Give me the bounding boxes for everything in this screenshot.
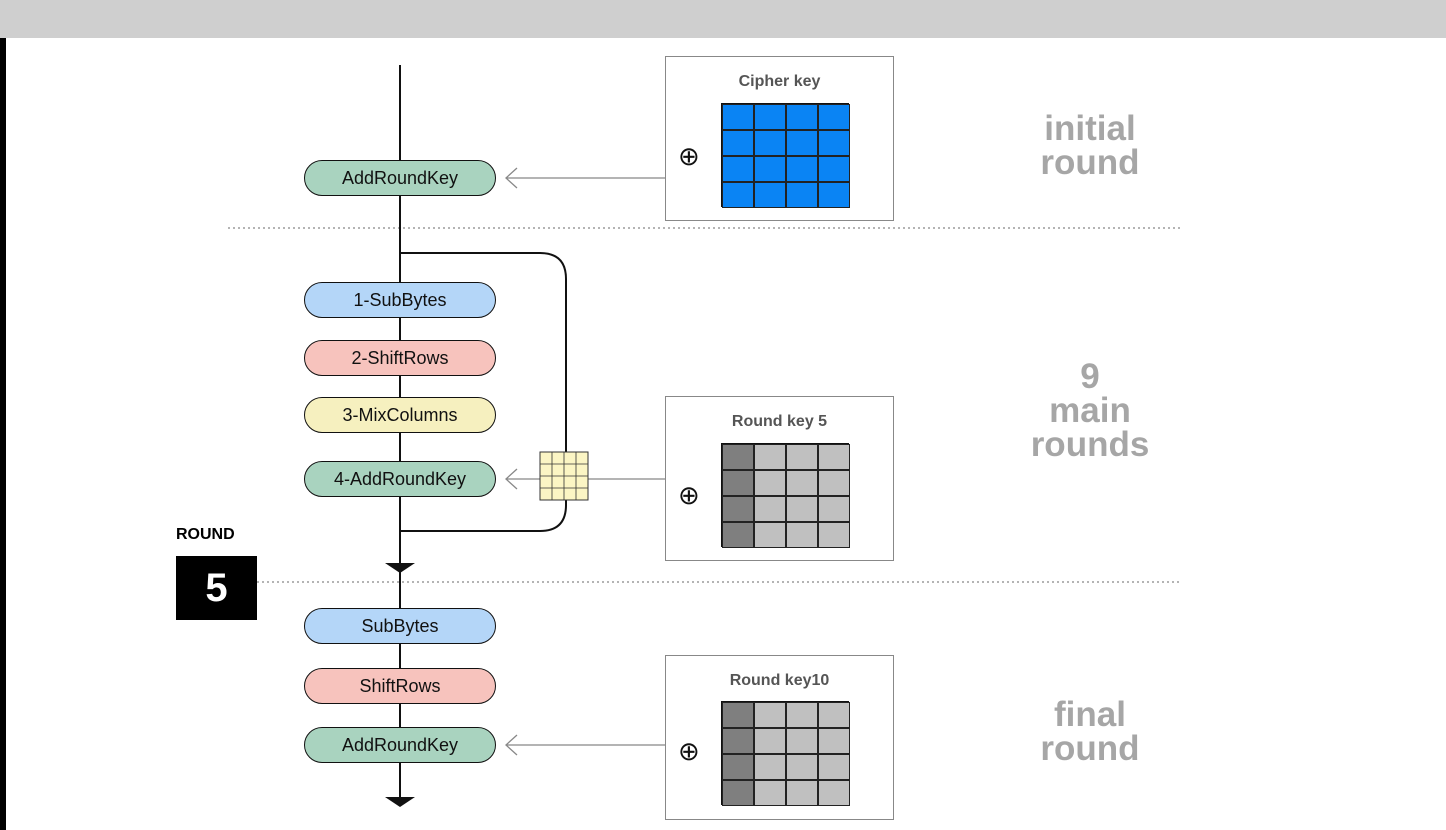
arrowhead-down-mid bbox=[385, 563, 415, 573]
phase-line: 9 bbox=[1080, 357, 1100, 396]
key-cell bbox=[754, 728, 786, 754]
key-cell bbox=[818, 470, 850, 496]
loop-path bbox=[400, 252, 567, 532]
key-cell bbox=[722, 156, 754, 182]
arrow-round-key bbox=[505, 468, 665, 490]
round-key-title: Round key 5 bbox=[666, 413, 893, 431]
phase-label-final: final round bbox=[990, 695, 1190, 768]
key-cell bbox=[786, 130, 818, 156]
key-cell bbox=[722, 702, 754, 728]
key-cell bbox=[722, 754, 754, 780]
key-cell bbox=[722, 470, 754, 496]
key-cell bbox=[754, 496, 786, 522]
key-cell bbox=[754, 130, 786, 156]
key-cell bbox=[786, 444, 818, 470]
round-label: ROUND bbox=[176, 526, 235, 543]
key-cell bbox=[754, 470, 786, 496]
key-cell bbox=[754, 104, 786, 130]
key-cell bbox=[786, 728, 818, 754]
key-cell bbox=[754, 780, 786, 806]
state-matrix-icon bbox=[539, 451, 589, 501]
phase-line: main bbox=[1049, 391, 1131, 430]
phase-line: initial bbox=[1044, 109, 1136, 148]
round-key-number: 5 bbox=[818, 413, 828, 430]
key-cell bbox=[818, 104, 850, 130]
xor-icon: ⊕ bbox=[678, 480, 700, 510]
key-cell bbox=[786, 104, 818, 130]
key-cell bbox=[786, 470, 818, 496]
key-cell bbox=[818, 702, 850, 728]
step-addroundkey-final: AddRoundKey bbox=[304, 727, 496, 763]
key-cell bbox=[818, 156, 850, 182]
key-cell bbox=[818, 182, 850, 208]
key-cell bbox=[722, 522, 754, 548]
xor-icon: ⊕ bbox=[678, 736, 700, 766]
phase-line: final bbox=[1054, 695, 1126, 734]
left-edge bbox=[0, 38, 6, 830]
key-cell bbox=[754, 182, 786, 208]
round-badge: 5 bbox=[176, 556, 257, 620]
cipher-key-box: Cipher key ⊕ bbox=[665, 56, 894, 221]
step-addroundkey: 4-AddRoundKey bbox=[304, 461, 496, 497]
key-cell bbox=[754, 444, 786, 470]
key-cell bbox=[818, 522, 850, 548]
round-key-title-text: Round key bbox=[731, 413, 814, 430]
final-key-grid bbox=[721, 701, 850, 806]
key-cell bbox=[786, 780, 818, 806]
round-key-grid bbox=[721, 443, 850, 548]
key-cell bbox=[818, 728, 850, 754]
step-shiftrows: 2-ShiftRows bbox=[304, 340, 496, 376]
xor-icon: ⊕ bbox=[678, 141, 700, 171]
key-cell bbox=[786, 702, 818, 728]
final-key-box: Round key10 ⊕ bbox=[665, 655, 894, 820]
step-subbytes-final: SubBytes bbox=[304, 608, 496, 644]
key-cell bbox=[818, 496, 850, 522]
key-cell bbox=[786, 754, 818, 780]
step-mixcolumns: 3-MixColumns bbox=[304, 397, 496, 433]
top-bar bbox=[0, 0, 1446, 38]
arrowhead-down-end bbox=[385, 797, 415, 807]
cipher-key-grid bbox=[721, 103, 850, 208]
key-cell bbox=[786, 496, 818, 522]
key-cell bbox=[786, 182, 818, 208]
key-cell bbox=[818, 444, 850, 470]
phase-label-main: 9 main rounds bbox=[990, 357, 1190, 464]
key-cell bbox=[722, 444, 754, 470]
cipher-key-title: Cipher key bbox=[738, 73, 821, 90]
step-addroundkey-initial: AddRoundKey bbox=[304, 160, 496, 196]
key-cell bbox=[722, 130, 754, 156]
key-cell bbox=[786, 522, 818, 548]
key-cell bbox=[754, 156, 786, 182]
key-cell bbox=[722, 182, 754, 208]
key-cell bbox=[754, 702, 786, 728]
round-key-box: Round key 5 ⊕ bbox=[665, 396, 894, 561]
key-cell bbox=[722, 104, 754, 130]
key-cell bbox=[818, 780, 850, 806]
step-shiftrows-final: ShiftRows bbox=[304, 668, 496, 704]
key-cell bbox=[722, 780, 754, 806]
final-key-title-text: Round key bbox=[729, 672, 812, 689]
final-key-number: 10 bbox=[811, 672, 830, 689]
key-cell bbox=[722, 728, 754, 754]
key-cell bbox=[754, 522, 786, 548]
key-cell bbox=[722, 496, 754, 522]
key-cell bbox=[754, 754, 786, 780]
final-key-title: Round key10 bbox=[666, 672, 893, 690]
phase-line: round bbox=[1040, 729, 1140, 768]
step-subbytes: 1-SubBytes bbox=[304, 282, 496, 318]
arrow-final-key bbox=[505, 734, 665, 756]
phase-label-initial: initial round bbox=[990, 109, 1190, 182]
phase-line: round bbox=[1040, 143, 1140, 182]
arrow-cipher-key bbox=[505, 167, 665, 189]
key-cell bbox=[786, 156, 818, 182]
key-cell bbox=[818, 754, 850, 780]
phase-line: rounds bbox=[1030, 425, 1150, 464]
key-cell bbox=[818, 130, 850, 156]
